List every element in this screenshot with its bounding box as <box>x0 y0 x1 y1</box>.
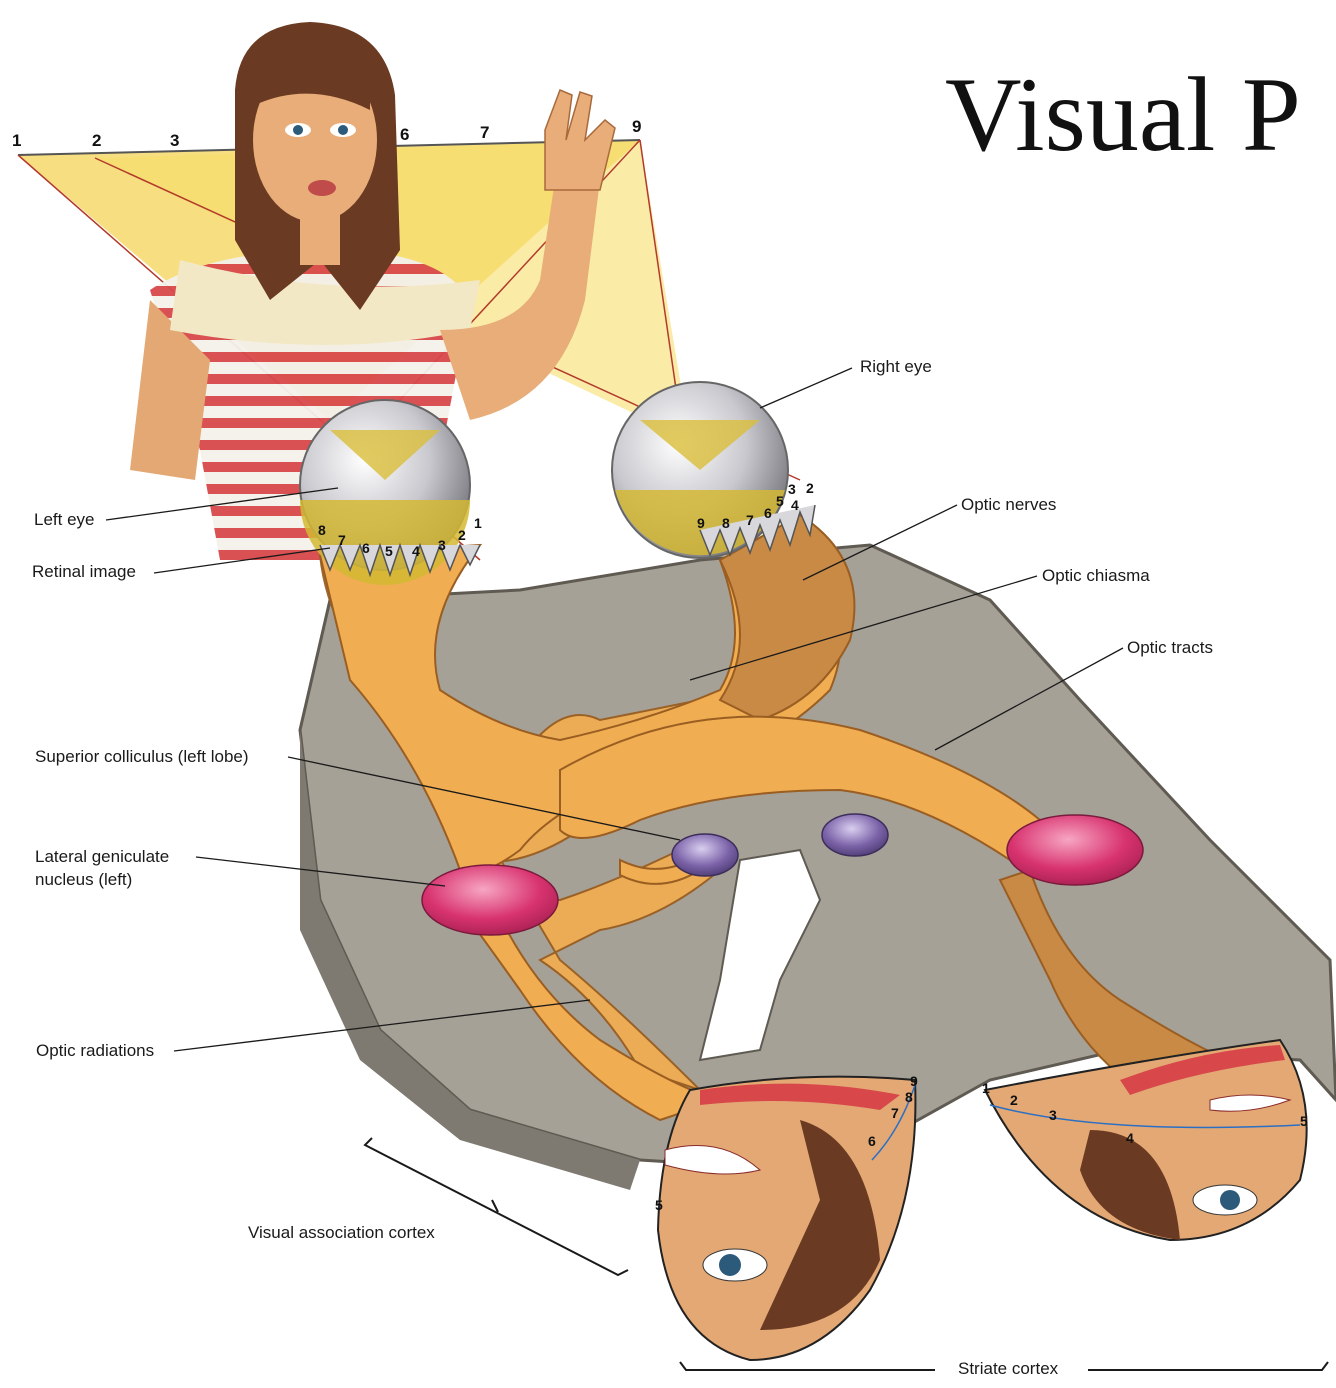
field-point-6: 6 <box>400 125 409 144</box>
right-cortex-2: 2 <box>1010 1092 1018 1108</box>
right-retina-9: 9 <box>697 515 705 531</box>
left-cortex-6: 6 <box>868 1133 876 1149</box>
label-right-eye: Right eye <box>860 356 932 378</box>
right-superior-colliculus <box>822 814 888 856</box>
right-cortex-5: 5 <box>1300 1113 1308 1129</box>
left-retina-1: 1 <box>474 515 482 531</box>
left-cortex-8: 8 <box>905 1089 913 1105</box>
label-superior-colliculus: Superior colliculus (left lobe) <box>35 746 249 768</box>
right-cortex-4: 4 <box>1126 1130 1134 1146</box>
page-title: Visual P <box>945 62 1301 168</box>
label-optic-nerves: Optic nerves <box>961 494 1056 516</box>
label-visual-association-cortex: Visual association cortex <box>248 1222 435 1244</box>
left-cortex-7: 7 <box>891 1105 899 1121</box>
left-retina-4: 4 <box>412 543 420 559</box>
label-retinal-image: Retinal image <box>32 561 136 583</box>
label-lgn-line1: Lateral geniculate <box>35 846 169 868</box>
left-superior-colliculus <box>672 834 738 876</box>
left-retina-3: 3 <box>438 537 446 553</box>
field-point-7: 7 <box>480 123 489 142</box>
right-retina-7: 7 <box>746 512 754 528</box>
field-point-9: 9 <box>632 117 641 136</box>
left-retina-8: 8 <box>318 522 326 538</box>
label-optic-radiations: Optic radiations <box>36 1040 154 1062</box>
right-lateral-geniculate-nucleus <box>1007 815 1143 885</box>
left-retina-7: 7 <box>338 532 346 548</box>
right-retina-8: 8 <box>722 515 730 531</box>
left-retina-6: 6 <box>362 540 370 556</box>
label-striate-cortex: Striate cortex <box>958 1358 1058 1380</box>
right-retina-5: 5 <box>776 493 784 509</box>
label-optic-chiasma: Optic chiasma <box>1042 565 1150 587</box>
right-retina-2: 2 <box>806 480 814 496</box>
left-cortex-5: 5 <box>655 1197 663 1213</box>
left-retina-5: 5 <box>385 543 393 559</box>
field-point-3: 3 <box>170 131 179 150</box>
right-cortex-1: 1 <box>982 1080 990 1096</box>
label-lgn-line2: nucleus (left) <box>35 869 132 891</box>
right-retina-4: 4 <box>791 497 799 513</box>
label-optic-tracts: Optic tracts <box>1127 637 1213 659</box>
left-cortex-image <box>658 1077 915 1360</box>
right-retina-6: 6 <box>764 505 772 521</box>
left-retina-2: 2 <box>458 527 466 543</box>
left-cortex-9: 9 <box>910 1073 918 1089</box>
left-lateral-geniculate-nucleus <box>422 865 558 935</box>
field-point-1: 1 <box>12 131 21 150</box>
right-retina-3: 3 <box>788 481 796 497</box>
right-cortex-3: 3 <box>1049 1107 1057 1123</box>
field-point-2: 2 <box>92 131 101 150</box>
right-eyeball <box>612 382 815 558</box>
label-left-eye: Left eye <box>34 509 95 531</box>
